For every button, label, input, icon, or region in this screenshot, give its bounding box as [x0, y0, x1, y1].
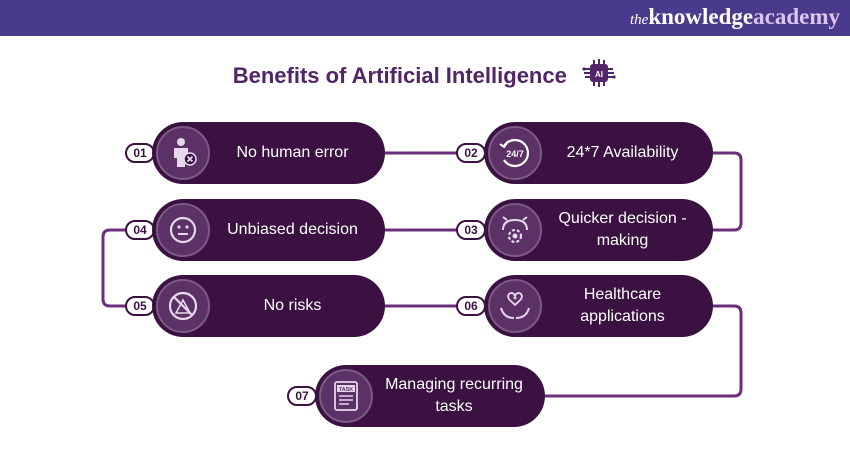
benefit-item-03[interactable]: Quicker decision -making	[484, 199, 713, 261]
neutral-face-icon	[156, 203, 210, 257]
connector-02-03	[713, 151, 743, 232]
brand-logo[interactable]: theknowledgeacademy	[630, 4, 840, 29]
step-number-02: 02	[456, 143, 486, 163]
clock-24-7-icon: 24/7	[488, 126, 542, 180]
step-number-07: 07	[287, 386, 317, 406]
svg-text:AI: AI	[595, 70, 603, 79]
benefit-item-04[interactable]: Unbiased decision	[152, 199, 385, 261]
top-banner: theknowledgeacademy	[0, 0, 850, 36]
benefit-item-06[interactable]: Healthcare applications	[484, 275, 713, 337]
step-number-04: 04	[125, 220, 155, 240]
no-risk-icon	[156, 279, 210, 333]
benefit-item-05[interactable]: No risks	[152, 275, 385, 337]
benefit-item-02[interactable]: 24/7 24*7 Availability	[484, 122, 713, 184]
benefit-label: Quicker decision -making	[558, 210, 687, 249]
benefit-label: Managing recurring tasks	[385, 376, 523, 415]
step-number-05: 05	[125, 296, 155, 316]
step-number-01: 01	[125, 143, 155, 163]
healthcare-hands-icon	[488, 279, 542, 333]
benefit-label: No human error	[236, 144, 349, 161]
step-number-03: 03	[456, 220, 486, 240]
benefit-label: Unbiased decision	[227, 221, 358, 238]
ai-chip-icon: AI	[581, 58, 617, 93]
benefit-item-01[interactable]: No human error	[152, 122, 385, 184]
svg-text:TASK: TASK	[339, 387, 354, 393]
benefit-item-07[interactable]: TASK Managing recurring tasks	[315, 365, 545, 427]
step-number-06: 06	[456, 296, 486, 316]
human-error-icon	[156, 126, 210, 180]
gear-decision-icon	[488, 203, 542, 257]
connector-04-05	[101, 228, 125, 308]
benefit-label: 24*7 Availability	[566, 144, 679, 161]
connector-06-07	[545, 304, 743, 398]
svg-text:24/7: 24/7	[506, 149, 524, 159]
page-title: Benefits of Artificial Intelligence	[232, 62, 567, 88]
benefit-label: Healthcare applications	[580, 286, 665, 325]
task-list-icon: TASK	[319, 369, 373, 423]
benefit-label: No risks	[263, 297, 322, 314]
title-row: Benefits of Artificial Intelligence AI	[0, 58, 850, 93]
